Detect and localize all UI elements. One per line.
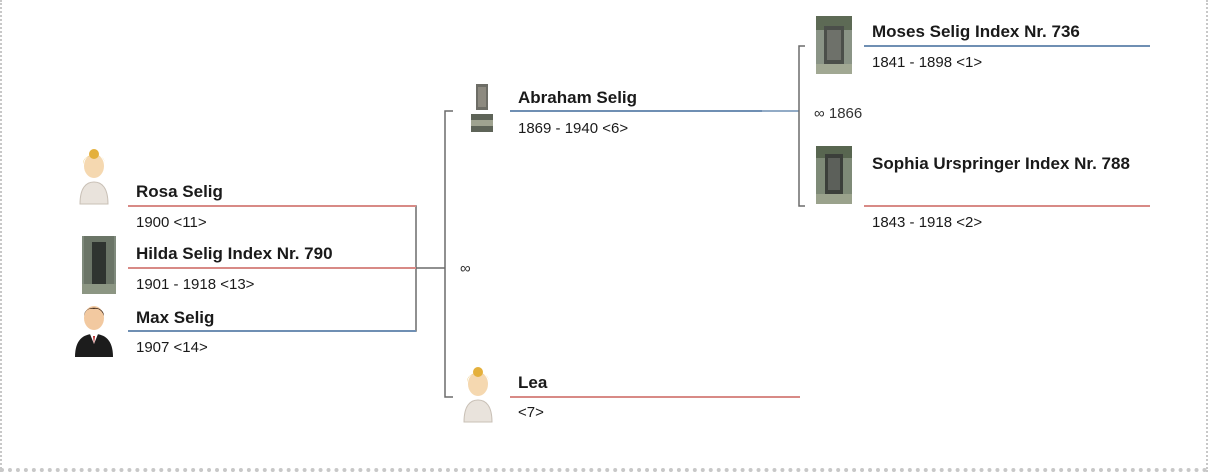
lea-dates: <7> [518,404,544,421]
abraham-photo[interactable] [468,84,496,140]
hilda-dates: 1901 - 1918 <13> [136,276,255,293]
moses-name[interactable]: Moses Selig Index Nr. 736 [872,22,1080,41]
female-avatar-icon [79,149,109,205]
lea-avatar[interactable] [458,366,498,424]
parents-marriage-symbol: ∞ [460,260,471,277]
gravestone-photo-icon [816,146,852,204]
abraham-dates: 1869 - 1940 <6> [518,120,629,137]
max-underline [128,330,416,332]
lea-underline [510,396,800,398]
sophia-photo[interactable] [816,146,852,204]
abraham-name[interactable]: Abraham Selig [518,88,638,107]
sophia-underline [864,205,1150,207]
rosa-dates: 1900 <11> [136,214,207,231]
rosa-underline [128,205,416,207]
sophia-name[interactable]: Sophia Urspringer Index Nr. 788 [872,154,1130,173]
moses-underline [864,45,1150,47]
gravestone-photo-icon [816,16,852,74]
max-dates: 1907 <14> [136,339,208,356]
gravestone-photo-icon [471,84,493,132]
gravestone-photo-icon [82,236,116,294]
lea-name[interactable]: Lea [518,373,548,392]
hilda-photo[interactable] [82,236,116,294]
max-avatar[interactable] [72,300,116,358]
male-avatar-icon [75,306,113,357]
parents-bracket [444,110,453,398]
abraham-underline [510,110,762,112]
moses-dates: 1841 - 1898 <1> [872,54,983,71]
rosa-avatar[interactable] [74,148,114,206]
max-name[interactable]: Max Selig [136,308,215,327]
sophia-dates: 1843 - 1918 <2> [872,214,983,231]
grandparents-bracket [798,45,805,207]
grandparents-marriage-label: ∞ 1866 [814,105,863,122]
hilda-underline [128,267,416,269]
moses-photo[interactable] [816,16,852,74]
rosa-name[interactable]: Rosa Selig [136,182,223,201]
hilda-name[interactable]: Hilda Selig Index Nr. 790 [136,244,333,263]
female-avatar-icon [463,367,493,423]
